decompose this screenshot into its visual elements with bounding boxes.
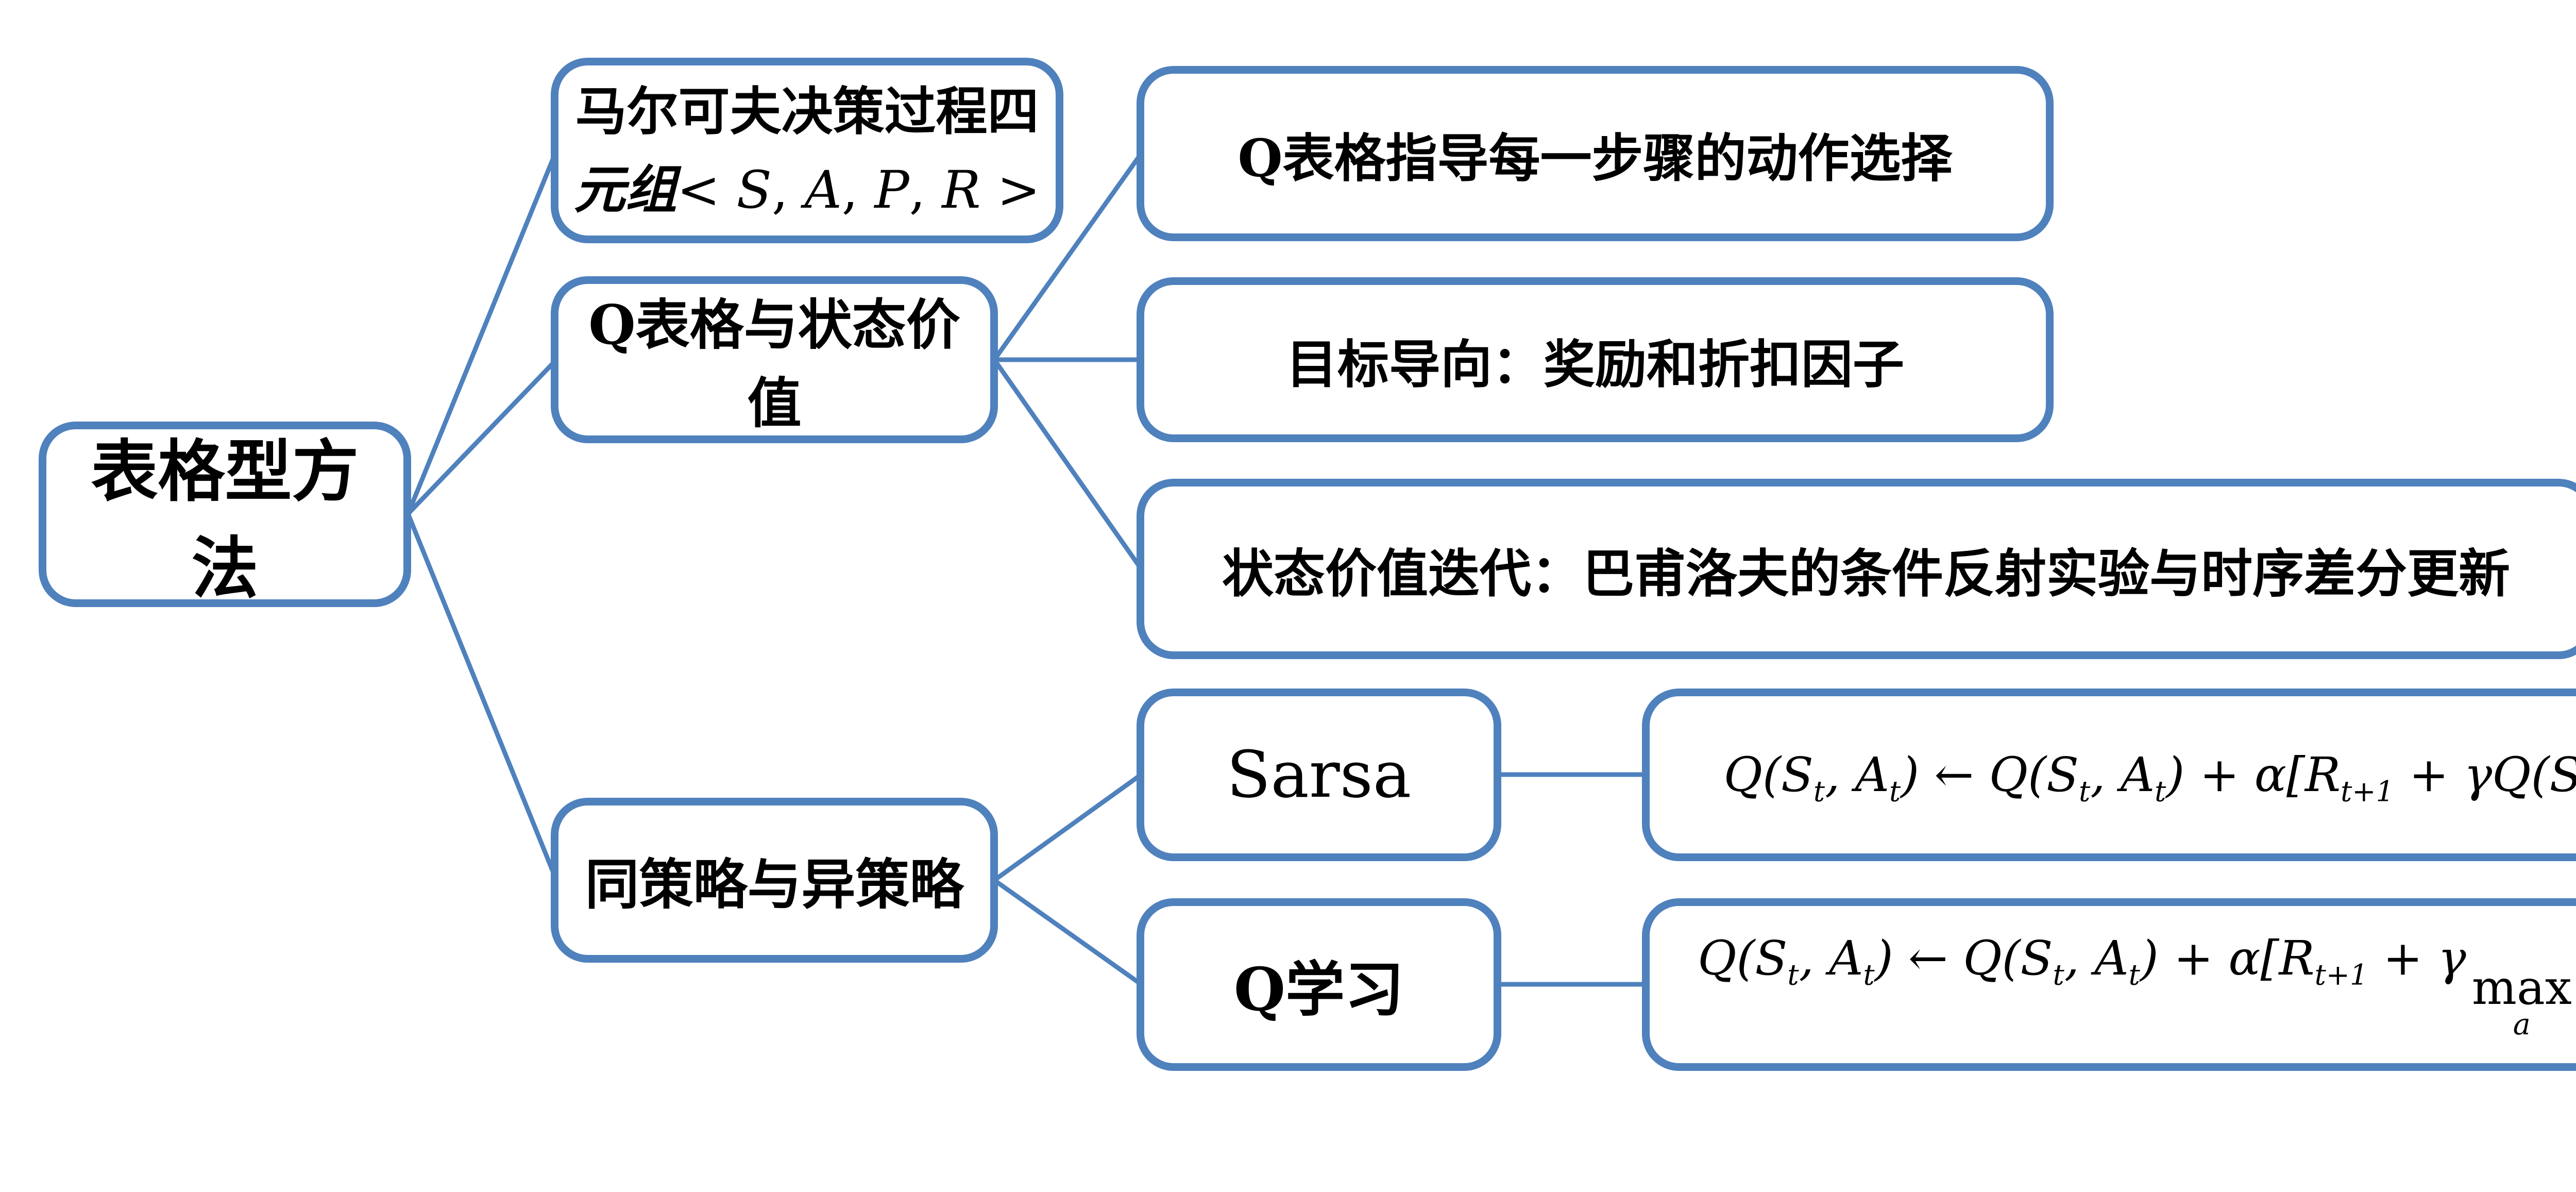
mdp-node-line1: 马尔可夫决策过程四 [575,80,1039,142]
node-goal-oriented: 目标导向：奖励和折扣因子 [1137,277,2054,442]
node-qtable-guides-actions: Q表格指导每一步骤的动作选择 [1137,66,2054,241]
node-sarsa-update-formula: Q(St, At) ← Q(St, At) + α[Rt+1 + γQ(St+1… [1642,689,2576,861]
node-qlearning-update-formula: Q(St, At) ← Q(St, At) + α[Rt+1 + γmaxaQ(… [1642,898,2576,1071]
sarsa-node-label: Sarsa [1226,737,1412,812]
qlearning-formula: Q(St, At) ← Q(St, At) + α[Rt+1 + γmaxaQ(… [1698,931,2572,1042]
policy-node-label: 同策略与异策略 [585,852,964,916]
edge-policy-qlearning [993,878,1143,986]
valueiter-node-label: 状态价值迭代：巴甫洛夫的条件反射实验与时序差分更新 [1222,543,2510,604]
node-mdp-tuple: 马尔可夫决策过程四 元组< S, A, P, R > [551,58,1063,243]
sarsa-formula: Q(St, At) ← Q(St, At) + α[Rt+1 + γQ(St+1… [1723,747,2576,809]
edge-root-policy [405,513,559,881]
edge-root-qtable [406,358,558,516]
goal-node-label: 目标导向：奖励和折扣因子 [1286,333,1904,395]
qtable-node-label: Q表格与状态价值 [588,293,960,435]
mdp-node-line2: 元组< S, A, P, R > [573,159,1041,220]
root-node-tabular-methods: 表格型方法 [39,422,411,608]
node-on-policy-off-policy: 同策略与异策略 [551,798,998,963]
edge-qtable-qguide [992,152,1143,361]
node-q-learning: Q学习 [1137,898,1501,1071]
edge-qtable-valueiter [992,358,1143,570]
qlearning-node-label: Q学习 [1233,954,1404,1025]
qguide-node-label: Q表格指导每一步骤的动作选择 [1238,127,1953,189]
edge-policy-sarsa [993,773,1143,882]
root-node-label: 表格型方法 [91,432,359,608]
node-state-value-iteration: 状态价值迭代：巴甫洛夫的条件反射实验与时序差分更新 [1137,479,2576,659]
node-sarsa: Sarsa [1137,689,1501,861]
edge-root-mdp [405,149,559,515]
node-qtable-state-value: Q表格与状态价值 [551,276,998,443]
